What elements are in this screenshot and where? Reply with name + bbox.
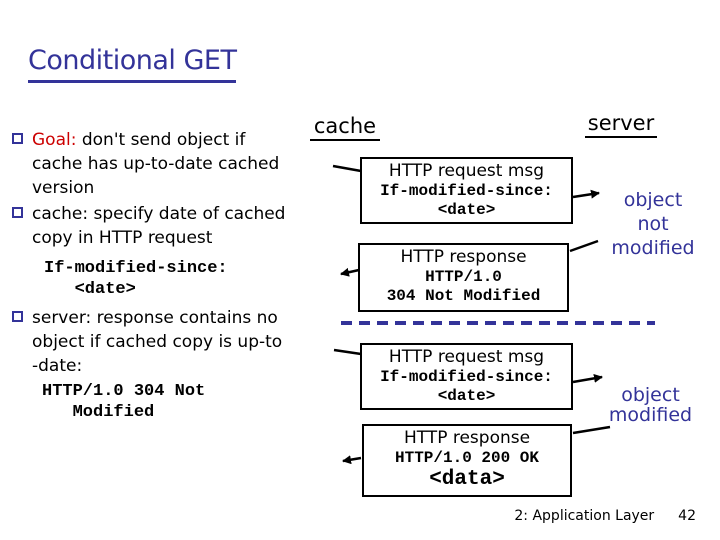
msg-body: If-modified-since: <date> — [380, 182, 553, 219]
http-response-box-2: HTTP response HTTP/1.0 200 OK <data> — [362, 424, 572, 497]
msg-data: <data> — [429, 468, 505, 491]
http-request-msg-box-1: HTTP request msg If-modified-since: <dat… — [360, 157, 573, 224]
annotation-object-not-modified: object not modified — [611, 189, 695, 259]
bullet-cache: cache: specify date of cached copy in HT… — [12, 202, 332, 250]
http-response-box-1: HTTP response HTTP/1.0 304 Not Modified — [358, 243, 569, 312]
response1-to-cache-arrow — [340, 267, 360, 277]
code-if-modified-since: If-modified-since: <date> — [44, 259, 228, 299]
msg-body: If-modified-since: <date> — [380, 368, 553, 405]
msg-body: HTTP/1.0 200 OK — [394, 449, 540, 467]
msg-title: HTTP response — [400, 247, 527, 267]
footer-page-number: 42 — [678, 508, 696, 524]
bullet-cache-text: cache: specify date of cached copy in HT… — [32, 204, 286, 248]
bullet-server: server: response contains no object if c… — [12, 306, 332, 378]
annotation-object-modified: object modified — [608, 384, 693, 426]
server-to-response1-line — [569, 239, 599, 253]
code-304-not-modified: HTTP/1.0 304 Not Modified — [42, 382, 206, 422]
bullet-goal-lead: Goal: — [32, 130, 77, 150]
bullet-square-icon — [12, 133, 23, 144]
bullet-server-text: server: response contains no object if c… — [32, 308, 283, 376]
http-request-msg-box-2: HTTP request msg If-modified-since: <dat… — [360, 343, 573, 410]
bullet-goal: Goal: don't send object if cache has up-… — [12, 128, 332, 200]
bullet-goal-text: Goal: don't send object if cache has up-… — [32, 128, 279, 200]
msg-body: HTTP/1.0 304 Not Modified — [386, 268, 541, 305]
cache-to-request1-line — [332, 164, 362, 173]
msg-title: HTTP response — [403, 428, 531, 448]
slide-footer: 2: Application Layer 42 — [514, 507, 696, 525]
msg-title: HTTP request msg — [388, 347, 545, 367]
request2-to-server-arrow — [572, 373, 603, 384]
slide-title: Conditional GET — [28, 44, 237, 83]
server-to-response2-line — [572, 425, 611, 435]
bullet-goal-body: don't send object if cache has up-to-dat… — [32, 130, 280, 198]
cache-to-request2-line — [333, 348, 362, 356]
msg-title: HTTP request msg — [388, 161, 545, 181]
footer-section: 2: Application Layer — [514, 508, 655, 524]
response2-to-cache-arrow — [342, 455, 362, 465]
bullet-square-icon — [12, 207, 23, 218]
bullet-square-icon — [12, 311, 23, 322]
cache-label: cache — [310, 113, 380, 141]
server-label: server — [585, 110, 657, 138]
request1-to-server-arrow — [572, 189, 600, 199]
